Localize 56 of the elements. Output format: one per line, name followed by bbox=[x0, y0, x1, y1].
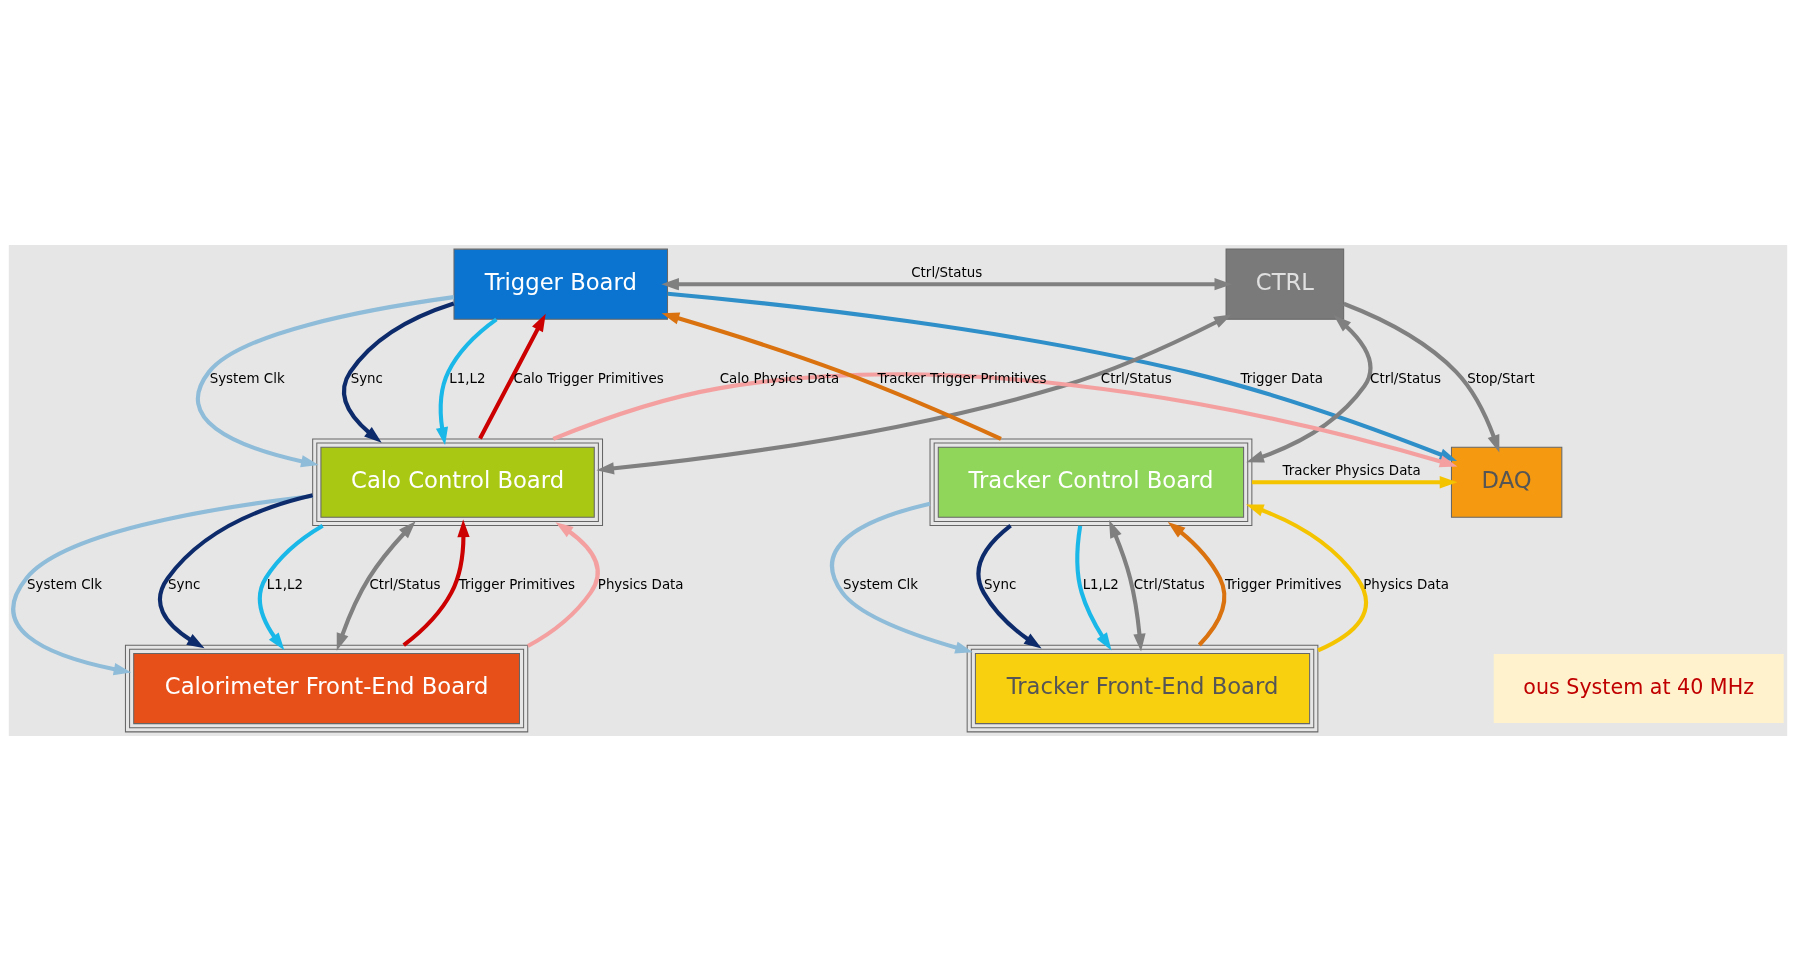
edge-label: Ctrl/Status bbox=[1370, 370, 1442, 386]
edge-label: System Clk bbox=[209, 370, 285, 386]
arrow bbox=[1109, 519, 1146, 651]
arrow bbox=[1245, 503, 1368, 652]
node-box: Trigger Board bbox=[453, 248, 669, 320]
edge-label: System Clk bbox=[843, 576, 919, 592]
edge-label: Sync bbox=[168, 576, 201, 592]
arrow bbox=[1343, 301, 1500, 453]
edge-label: Ctrl/Status bbox=[911, 264, 983, 280]
node-box: Tracker Front-End Board bbox=[966, 644, 1319, 732]
arrow bbox=[596, 313, 1232, 474]
edge-label: L1,L2 bbox=[449, 370, 486, 386]
edge-label: Calo Trigger Primitives bbox=[513, 370, 664, 386]
arrow bbox=[1251, 475, 1458, 488]
edge-label: Trigger Primitives bbox=[1225, 576, 1342, 592]
arrow bbox=[1075, 525, 1112, 650]
edge-label: Physics Data bbox=[597, 576, 684, 592]
edge-label: Calo Physics Data bbox=[719, 370, 840, 386]
edge-label: System Clk bbox=[27, 576, 103, 592]
edge-label: Tracker Trigger Primitives bbox=[877, 370, 1047, 386]
edge-label: Stop/Start bbox=[1467, 370, 1535, 386]
edge-label: Physics Data bbox=[1363, 576, 1449, 592]
arrow bbox=[830, 501, 973, 653]
arrow bbox=[661, 311, 1002, 441]
arrow bbox=[478, 313, 546, 440]
arrow bbox=[661, 277, 1233, 290]
label: ous System at 40 MHz bbox=[1523, 674, 1755, 699]
edge-label: Ctrl/Status bbox=[1100, 370, 1172, 386]
node-box: DAQ bbox=[1450, 446, 1563, 518]
arrow bbox=[552, 372, 1458, 467]
edge-label: Tracker Physics Data bbox=[1282, 462, 1421, 478]
edge-label: Ctrl/Status bbox=[1133, 576, 1205, 592]
edge-label: Trigger Primitives bbox=[458, 576, 576, 592]
edge-label: L1,L2 bbox=[1082, 576, 1119, 592]
edge-label: Ctrl/Status bbox=[369, 576, 441, 592]
arrow bbox=[1167, 521, 1227, 646]
arrow bbox=[667, 291, 1458, 461]
edge-label: Sync bbox=[984, 576, 1017, 592]
arrow bbox=[342, 300, 455, 443]
node-box: Tracker Control Board bbox=[929, 437, 1253, 526]
arrow bbox=[196, 294, 455, 467]
node-box: Calorimeter Front-End Board bbox=[124, 644, 529, 732]
arrow bbox=[435, 317, 498, 445]
arrow bbox=[158, 492, 314, 648]
arrow bbox=[11, 493, 313, 675]
edge-label: Trigger Data bbox=[1240, 370, 1323, 386]
node-box: CTRL bbox=[1225, 248, 1345, 320]
edge-label: Sync bbox=[350, 370, 383, 386]
node-box: Calo Control Board bbox=[312, 437, 604, 526]
arrow bbox=[257, 523, 324, 650]
arrow bbox=[336, 520, 416, 651]
arrow bbox=[402, 519, 470, 647]
arrow bbox=[1246, 314, 1373, 462]
arrow bbox=[526, 521, 600, 648]
edge-label: L1,L2 bbox=[266, 576, 303, 592]
arrow bbox=[976, 523, 1042, 648]
